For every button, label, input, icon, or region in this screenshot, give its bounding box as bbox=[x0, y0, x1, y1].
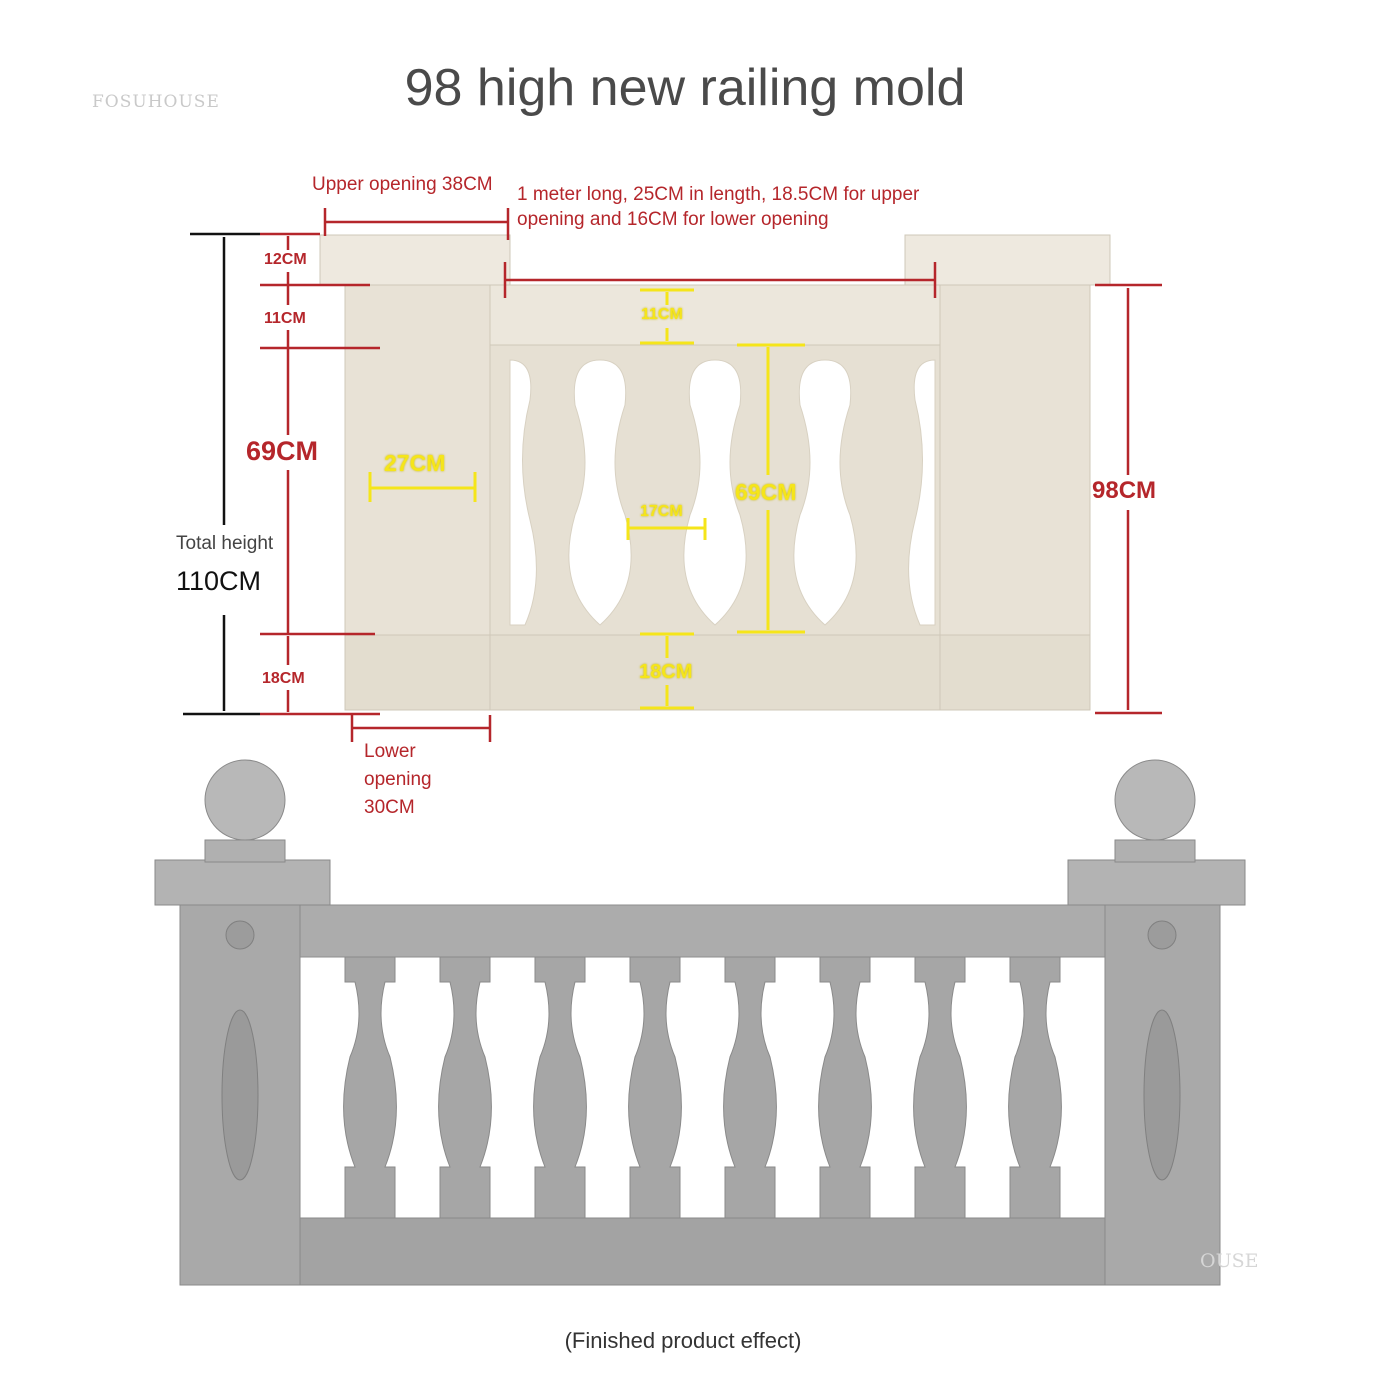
finished-railing bbox=[154, 759, 1246, 1286]
yellow-dimension-lines bbox=[368, 288, 805, 710]
rail-base-label: 18CM bbox=[639, 661, 693, 683]
baluster-height-label: 69CM bbox=[735, 479, 797, 505]
post-body-label: 69CM bbox=[246, 436, 319, 466]
baluster-width-label: 17CM bbox=[640, 503, 683, 520]
post-width-label: 27CM bbox=[384, 450, 446, 476]
top-band-label: 11CM bbox=[264, 310, 306, 327]
cap-height-label: 12CM bbox=[264, 251, 307, 268]
brand-watermark-partial: OUSE bbox=[1200, 1250, 1259, 1272]
page-title: 98 high new railing mold bbox=[404, 59, 966, 117]
rail-band-label: 11CM bbox=[641, 306, 683, 323]
panel-height-label: 98CM bbox=[1092, 477, 1157, 504]
upper-opening-label: Upper opening 38CM bbox=[312, 174, 493, 195]
base-height-label: 18CM bbox=[262, 670, 305, 687]
total-height-value: 110CM bbox=[176, 566, 262, 596]
total-height-line bbox=[183, 232, 260, 716]
caption: (Finished product effect) bbox=[564, 1328, 802, 1353]
brand-watermark: FOSUHOUSE bbox=[92, 92, 220, 112]
total-height-label: Total height bbox=[176, 533, 274, 554]
lower-opening-line3: 30CM bbox=[364, 797, 415, 818]
lower-opening-line2: opening bbox=[364, 769, 432, 790]
length-note-line1: 1 meter long, 25CM in length, 18.5CM for… bbox=[517, 184, 920, 205]
lower-opening-line1: Lower bbox=[364, 741, 416, 762]
length-note-line2: opening and 16CM for lower opening bbox=[517, 209, 829, 230]
dimension-lines bbox=[260, 208, 1162, 742]
